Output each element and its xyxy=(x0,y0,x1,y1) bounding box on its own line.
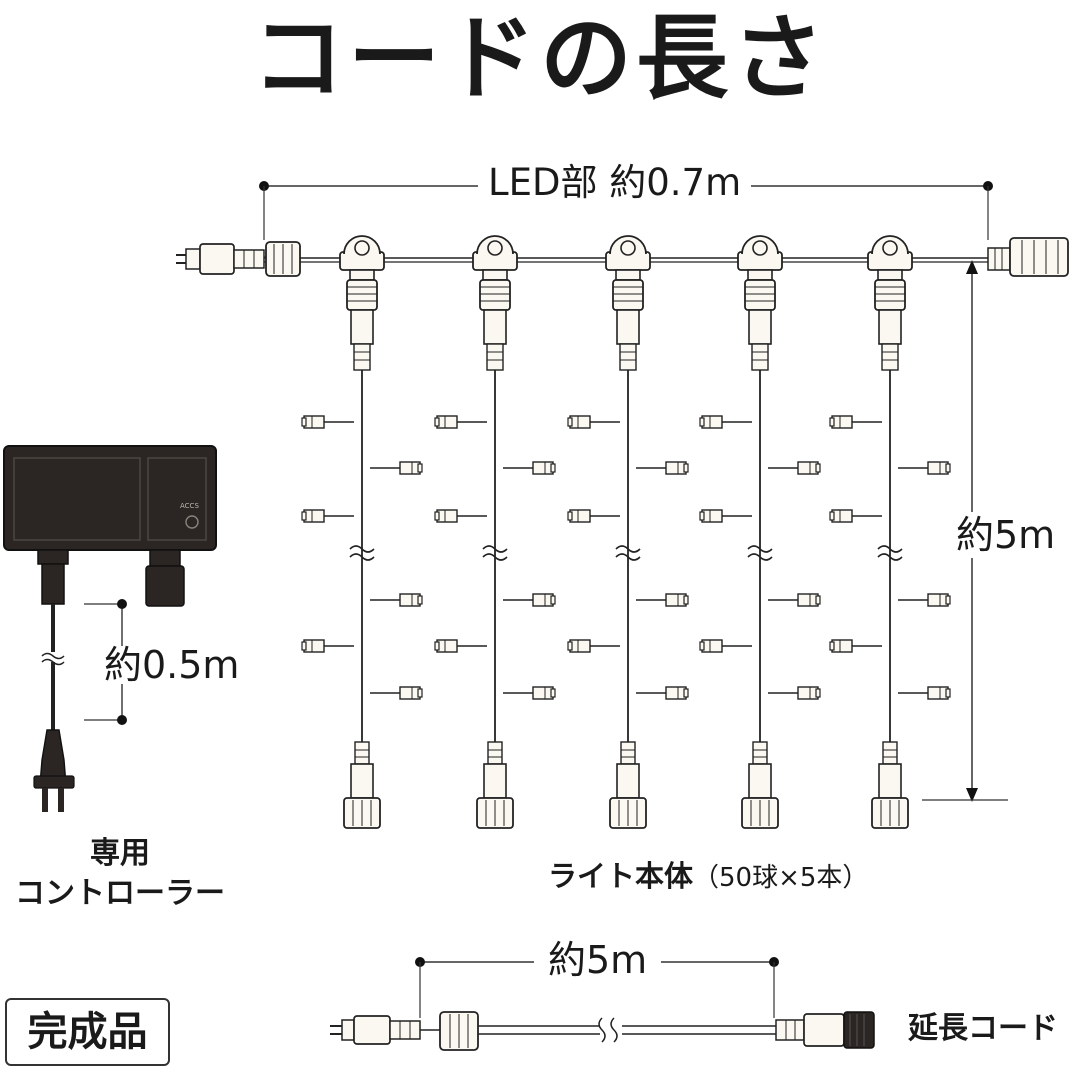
strand-5 xyxy=(829,235,951,829)
page-title: コードの長さ xyxy=(251,5,828,112)
controller-cable-length-label: 約0.5m xyxy=(100,646,244,684)
strand-1 xyxy=(301,235,423,829)
extension-length-label: 約5m xyxy=(534,941,662,979)
controller-caption: 専用 コントローラー xyxy=(0,834,240,914)
light-body-label: ライト本体 xyxy=(548,859,694,893)
controller-icon: ACCS xyxy=(3,445,217,812)
complete-product-badge: 完成品 xyxy=(5,998,170,1066)
strand-3 xyxy=(567,235,689,829)
svg-text:ACCS: ACCS xyxy=(180,502,199,510)
led-section-length-label: LED部 約0.7m xyxy=(478,164,752,201)
strand-2 xyxy=(434,235,556,829)
drop-length-label: 約5m xyxy=(950,512,1062,558)
extension-caption: 延長コード xyxy=(908,1011,1058,1046)
extension-cord xyxy=(330,957,875,1051)
light-body-count: （50球×5本） xyxy=(693,863,869,893)
controller-caption-line2: コントローラー xyxy=(15,876,225,911)
top-cable xyxy=(176,237,1069,277)
light-body-caption: ライト本体（50球×5本） xyxy=(548,859,869,893)
controller-caption-line1: 専用 xyxy=(90,836,150,871)
strand-4 xyxy=(699,235,821,829)
